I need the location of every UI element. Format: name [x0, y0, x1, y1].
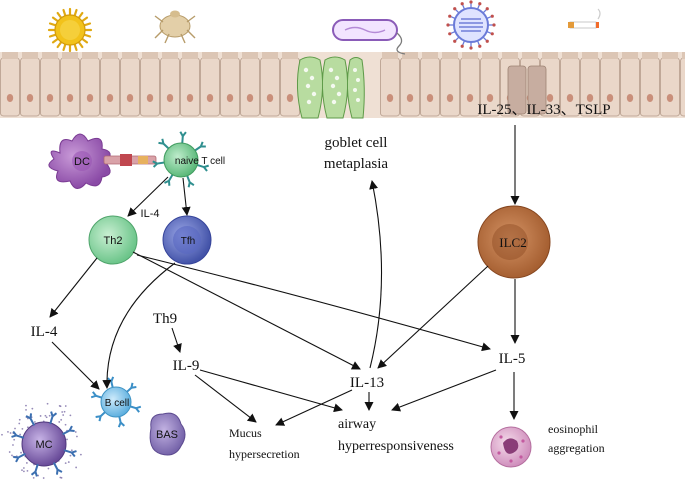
il5-label: IL-5	[499, 351, 526, 367]
il4-small-label: IL-4	[141, 208, 160, 220]
antigen-presentation-link	[104, 154, 156, 166]
dust-mite-icon	[155, 11, 195, 44]
arrow-th2-to-il4	[50, 258, 97, 317]
arrow-il9-to-mucus	[195, 375, 256, 422]
arrow-ilc2-to-il13	[378, 266, 488, 368]
il4-label: IL-4	[31, 324, 58, 340]
arrow-il4-to-bcell	[52, 342, 99, 389]
cytokines-label: IL-25、IL-33、TSLP	[477, 102, 610, 118]
pollen-icon	[49, 9, 91, 51]
eosinophil-cell	[491, 427, 531, 467]
arrow-il5-to-airway	[392, 370, 496, 410]
il9-label: IL-9	[173, 358, 200, 374]
arrow-naive-to-tfh	[183, 178, 187, 215]
arrow-th2-to-il5	[137, 255, 490, 349]
metaplasia-label: metaplasia	[324, 156, 388, 172]
ilc2-label: ILC2	[499, 235, 526, 250]
bacterium-icon	[333, 20, 405, 54]
arrow-th9-to-il9	[172, 328, 180, 352]
virus-icon	[446, 0, 495, 49]
pathway-arrows	[50, 125, 515, 425]
mc-label: MC	[35, 439, 52, 451]
th9-label: Th9	[153, 311, 177, 327]
hypersecretion-label: hypersecretion	[229, 447, 300, 461]
goblet-cells	[297, 57, 364, 118]
tfh-label: Tfh	[181, 236, 195, 247]
goblet-cell-label: goblet cell	[325, 135, 388, 151]
cigarette-icon	[568, 9, 600, 28]
th2-label: Th2	[104, 235, 123, 247]
b-cell-label: B cell	[105, 398, 129, 409]
hyperresponsiveness-label: hyperresponsiveness	[338, 439, 454, 454]
dc-label: DC	[74, 156, 90, 168]
airway-label: airway	[338, 417, 376, 432]
mucus-label: Mucus	[229, 426, 262, 440]
il13-label: IL-13	[350, 375, 384, 391]
bas-label: BAS	[156, 429, 178, 441]
eosinophil-label: eosinophil	[548, 422, 599, 436]
arrow-il13-to-goblet	[370, 181, 382, 368]
aggregation-label: aggregation	[548, 441, 605, 455]
naive-t-cell-label: naive T cell	[175, 156, 225, 167]
